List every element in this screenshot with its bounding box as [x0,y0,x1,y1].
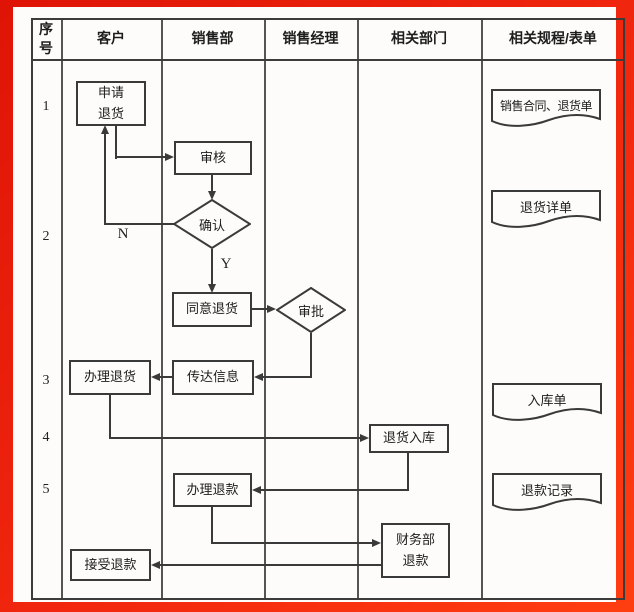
row-number-5: 5 [42,482,50,497]
header-label: 销售经理 [282,30,339,47]
connector-review-confirm [211,175,213,193]
header-label: 相关部门 [391,30,447,47]
node-agree-return: 同意退货 [172,292,252,327]
arrowhead-into-handle-return [151,373,160,381]
decision-label: 确认 [198,217,225,233]
arrowhead-into-agree [208,284,216,293]
connector-handle-warehouse-h [109,437,361,439]
header-label: 客户 [97,30,125,47]
arrowhead-into-review [165,153,174,161]
decision-approve: 审批 [276,287,346,333]
connector-yes-branch [211,249,213,285]
column-divider-1 [61,20,63,598]
document-label: 退款记录 [520,482,573,498]
arrowhead-into-finance [372,539,381,547]
arrowhead-into-confirm [208,191,216,200]
row-number-2: 2 [42,229,50,244]
header-label: 相关规程/表单 [509,30,597,47]
node-warehouse-in: 退货入库 [369,424,449,453]
header-label: 销售部 [191,30,234,47]
document-shape [491,89,601,127]
row-number-1: 1 [42,99,50,114]
connector-agree-approve [252,308,269,310]
node-review: 审核 [174,141,252,175]
document-shape [492,383,602,421]
node-handle-return: 办理退货 [69,360,151,395]
header-cell-seq: 序号 [31,18,61,59]
branch-label-no: N [117,226,129,242]
doc-refund-record: 退款记录 [492,473,602,515]
node-accept-refund: 接受退款 [70,549,151,581]
column-divider-5 [481,20,483,598]
arrowhead-into-convey [254,373,263,381]
node-apply-return: 申请 退货 [76,81,146,126]
document-label: 销售合同、退货单 [499,98,593,113]
column-divider-2 [161,20,163,598]
document-shape [492,473,602,511]
row-number-3: 3 [42,373,50,388]
diamond-shape [276,287,346,333]
arrowhead-into-warehouse [360,434,369,442]
arrowhead-into-accept [151,561,160,569]
connector-convey-handle [160,376,173,378]
decision-label: 审批 [297,303,324,319]
header-label: 序号 [39,21,53,56]
header-cell-related-dept: 相关部门 [357,18,481,59]
connector-no-branch-v [104,134,106,225]
node-finance-refund: 财务部 退款 [381,523,450,578]
header-cell-sales-manager: 销售经理 [264,18,357,59]
header-cell-forms: 相关规程/表单 [481,18,625,59]
connector-refund-finance-v [211,507,213,544]
branch-label-yes: Y [220,256,232,272]
arrowhead-into-approve [267,305,276,313]
arrowhead-into-apply [101,125,109,134]
column-divider-4 [357,20,359,598]
doc-warehouse-receipt: 入库单 [492,383,602,425]
connector-approve-convey-v [310,333,312,378]
table-border [31,18,625,600]
document-shape [491,190,601,228]
connector-warehouse-refund-v [407,453,409,491]
node-convey-info: 传达信息 [172,360,254,395]
document-label: 退货详单 [519,199,572,215]
header-cell-customer: 客户 [61,18,161,59]
arrowhead-into-refund [252,486,261,494]
doc-return-detail-list: 退货详单 [491,190,601,232]
connector-apply-review-h [115,156,167,158]
connector-refund-finance-h [211,542,372,544]
table-panel: 序号 客户 销售部 销售经理 相关部门 相关规程/表单 1 2 3 4 5 申请… [13,7,625,602]
decision-confirm: 确认 [173,199,251,249]
connector-warehouse-refund-h [261,489,409,491]
connector-handle-warehouse-v [109,395,111,439]
node-handle-refund: 办理退款 [173,473,252,507]
doc-sales-contract-return-form: 销售合同、退货单 [491,89,601,131]
row-number-4: 4 [42,430,50,445]
connector-apply-review-v [115,125,117,159]
header-divider [33,59,623,61]
diamond-shape [173,199,251,249]
header-cell-sales-dept: 销售部 [161,18,264,59]
connector-finance-accept [160,564,381,566]
connector-approve-convey-h [262,376,312,378]
document-label: 入库单 [527,392,567,408]
connector-no-branch-h [104,223,174,225]
